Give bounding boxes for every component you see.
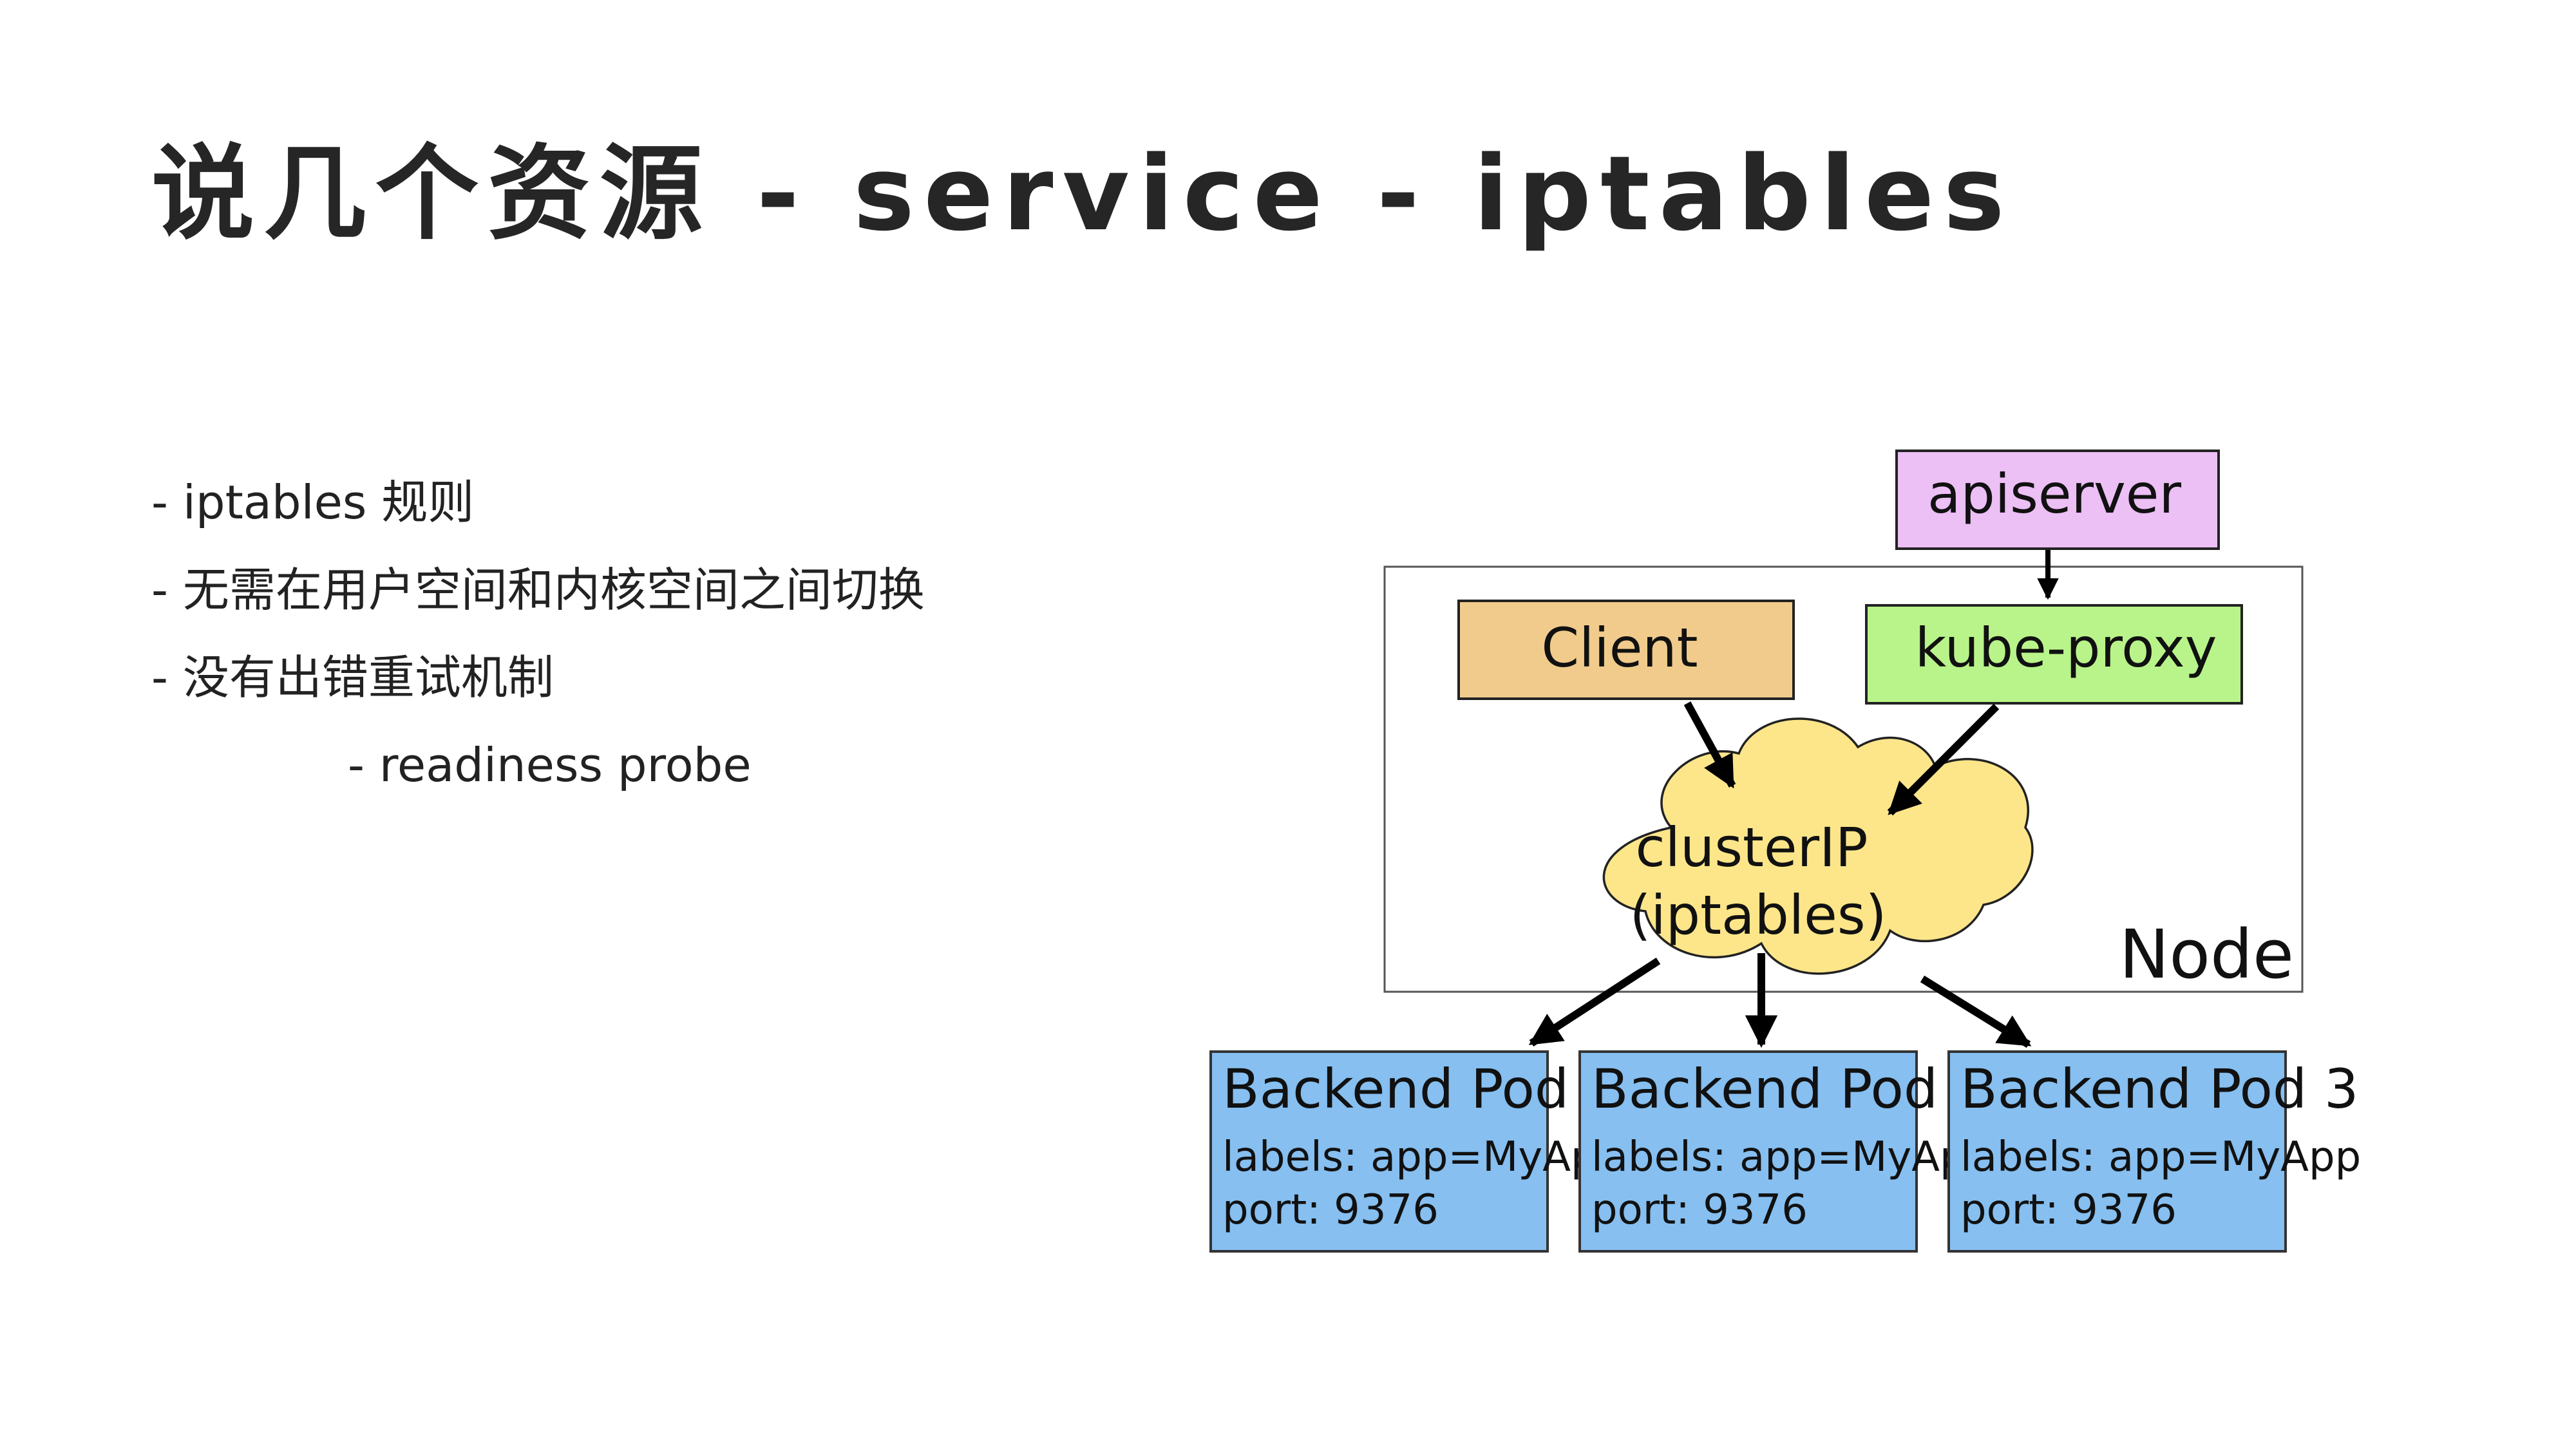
apiserver-label: apiserver [1927,462,2182,526]
cluster-ip-label: clusterIP [1635,816,1868,879]
arrow-client-to-cluster-ip [1683,701,1736,789]
arrow-cluster-ip-to-pod-1 [1528,957,1661,1047]
apiserver-box [1895,450,2220,550]
node-label: Node [2119,915,2294,994]
bullet-no-context-switch: - 无需在用户空间和内核空间之间切换 [151,563,925,617]
bullet-list: - iptables 规则 - 无需在用户空间和内核空间之间切换 - 没有出错重… [151,470,925,820]
backend-pod-labels: labels: app=MyApp [1222,1133,1623,1181]
backend-pod-box [1578,1050,1918,1253]
kube-proxy-label: kube-proxy [1915,616,2217,679]
backend-pod-port: port: 9376 [1591,1186,1808,1234]
arrow-cluster-ip-to-pod-3 [1920,975,2032,1048]
client-box [1457,600,1795,700]
bullet-no-retry: - 没有出错重试机制 [151,650,554,705]
backend-pod-title: Backend Pod 3 [1960,1057,2358,1121]
backend-pod-port: port: 9376 [1960,1186,2177,1234]
bullet-iptables-rules: - iptables 规则 [151,475,475,529]
arrow-kube-proxy-to-cluster-ip [1887,703,2000,816]
slide-title: 说几个资源 - service - iptables [151,133,2014,254]
backend-pod-labels: labels: app=MyApp [1591,1133,1992,1181]
cluster-ip-sublabel: (iptables) [1630,884,1887,947]
backend-pod-labels: labels: app=MyApp [1960,1133,2361,1181]
client-label: Client [1541,616,1698,679]
kube-proxy-box [1865,604,2243,705]
backend-pod-box [1209,1050,1549,1253]
backend-pod-title: Backend Pod 2 [1591,1057,1989,1121]
backend-pod-box [1947,1050,2287,1253]
backend-pod-port: port: 9376 [1222,1186,1439,1234]
backend-pod-title: Backend Pod 1 [1222,1057,1620,1121]
bullet-readiness-probe: - readiness probe [348,738,752,792]
